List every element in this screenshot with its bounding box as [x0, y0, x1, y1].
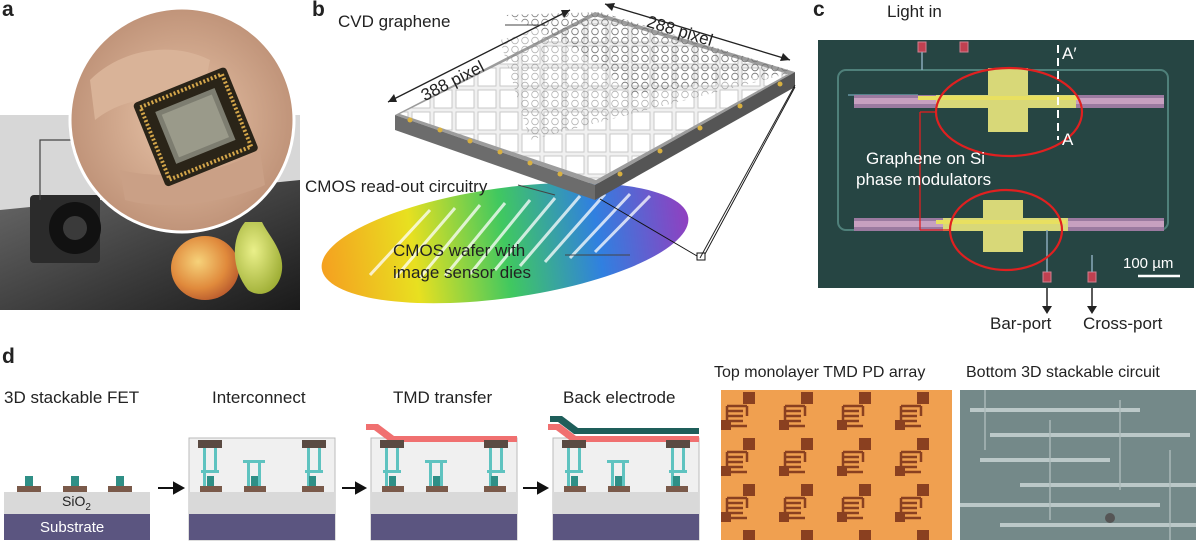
cmos-wafer — [321, 182, 689, 304]
cmos-readout-label: CMOS read-out circuitry — [305, 177, 488, 196]
step-4-label: Back electrode — [563, 388, 676, 407]
step-2-label: Interconnect — [212, 388, 306, 407]
light-in-label: Light in — [887, 2, 942, 21]
graphene-modulators-label-2: phase modulators — [856, 170, 992, 189]
panel-a-label: a — [2, 0, 14, 21]
bar-port-label: Bar-port — [990, 314, 1052, 333]
cvd-graphene-label: CVD graphene — [338, 12, 451, 31]
top-micrograph-label: Top monolayer TMD PD array — [714, 364, 926, 381]
sio2-label: SiO2 — [62, 493, 91, 513]
cmos-wafer-label-1: CMOS wafer with — [393, 241, 526, 260]
step-1-diagram — [4, 476, 150, 540]
panel-c-label: c — [813, 0, 825, 21]
interconnect-structure — [198, 440, 326, 492]
step-3-label: TMD transfer — [393, 388, 493, 407]
panel-a-photo — [0, 6, 300, 310]
scale-bar-label: 100 µm — [1123, 255, 1174, 272]
cmos-wafer-label-2: image sensor dies — [393, 263, 531, 282]
process-flow — [4, 416, 700, 541]
a-prime-label: A′ — [1062, 44, 1077, 63]
stackable-circuit-micrograph — [960, 390, 1196, 540]
panel-b-label: b — [312, 0, 325, 21]
port-arrows — [1042, 288, 1097, 314]
step-1-label: 3D stackable FET — [4, 388, 140, 407]
substrate-label: Substrate — [40, 519, 105, 536]
panel-d-label: d — [2, 345, 15, 368]
bottom-micrograph-label: Bottom 3D stackable circuit — [966, 364, 1160, 381]
panel-b-illustration — [321, 3, 796, 304]
tmd-pd-array-micrograph — [721, 390, 952, 540]
a-label: A — [1062, 130, 1074, 149]
graphene-modulators-label-1: Graphene on Si — [866, 149, 986, 168]
cross-port-label: Cross-port — [1083, 314, 1163, 333]
panel-c-micrograph — [818, 40, 1194, 288]
